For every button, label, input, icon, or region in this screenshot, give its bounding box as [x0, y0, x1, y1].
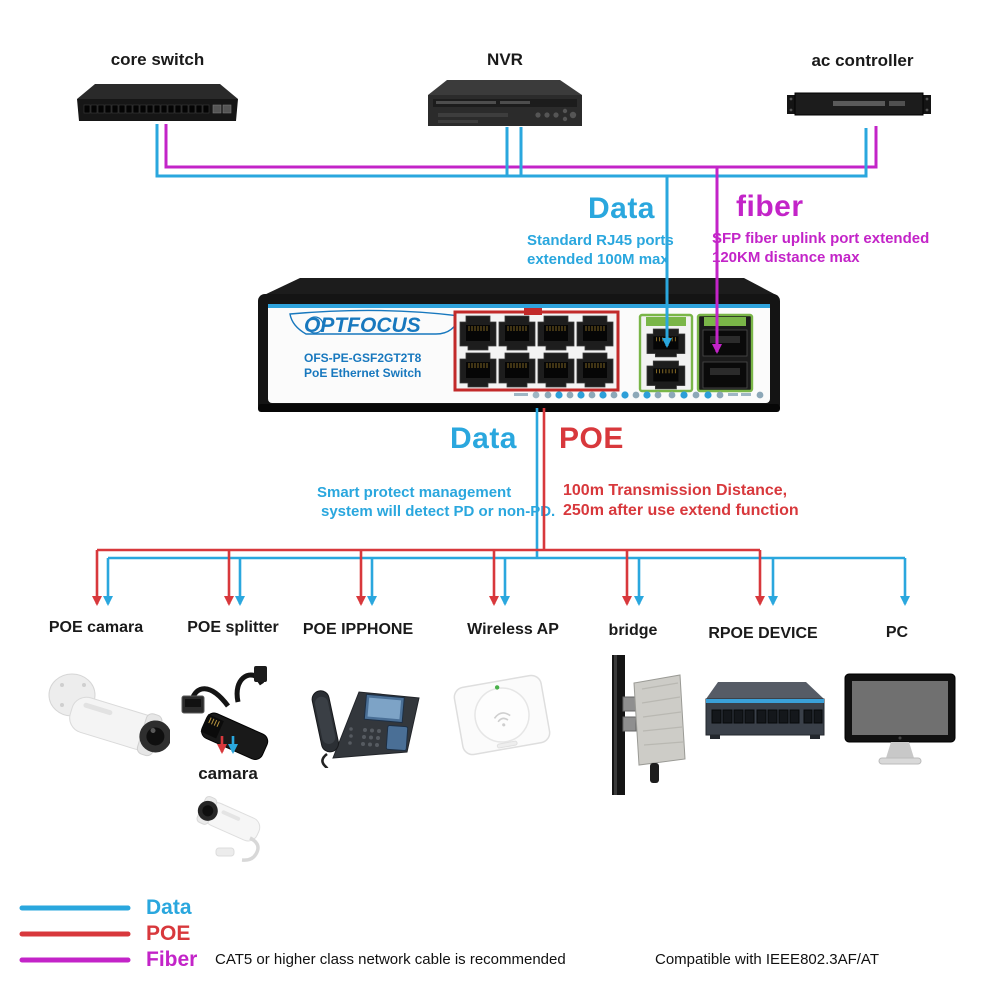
uplink-wiring	[155, 124, 878, 354]
camera-child-label: camara	[198, 764, 258, 783]
uplink-data-desc: Standard RJ45 ports extended 100M max	[527, 232, 674, 268]
downlink-poe-desc: 100m Transmission Distance, 250m after u…	[563, 482, 799, 519]
legend-lines	[19, 905, 131, 963]
switch-type-text: PoE Ethernet Switch	[304, 366, 421, 380]
poe-ipphone-label: POE IPPHONE	[302, 621, 414, 638]
nvr-label: NVR	[487, 50, 523, 69]
downlink-data-desc: Smart protect management system will det…	[317, 484, 556, 520]
poe-port-block	[453, 308, 620, 392]
legend-poe-label: POE	[146, 922, 191, 945]
downlink-wiring	[92, 408, 910, 754]
switch-brand-text: OPTFOCUS	[304, 314, 421, 337]
pc-image	[844, 673, 956, 765]
wireless-ap-label: Wireless AP	[467, 621, 559, 638]
poe-camera-image	[48, 673, 170, 757]
downlink-data-title: Data	[449, 422, 517, 455]
uplink-fiber-desc: SFP fiber uplink port extended 120KM dis…	[712, 230, 930, 266]
camera-child-image	[196, 795, 261, 862]
ac-controller-label: ac controller	[811, 51, 914, 70]
rpoe-device-label: RPOE DEVICE	[708, 625, 818, 642]
uplink-data-title: Data	[587, 192, 655, 225]
poe-switch-image: OPTFOCUS OFS-PE-GSF2GT2T8 PoE Ethernet S…	[258, 278, 780, 412]
pc-label: PC	[885, 624, 909, 641]
poe-splitter-label: POE splitter	[187, 619, 279, 636]
bridge-image	[612, 655, 686, 795]
poe-splitter-image	[181, 666, 269, 760]
uplink-fiber-title: fiber	[736, 190, 804, 223]
rpoe-device-image	[705, 682, 825, 739]
legend-data-label: Data	[146, 896, 192, 919]
ac-controller-image	[787, 92, 931, 116]
nvr-image	[428, 80, 582, 126]
wireless-ap-image	[453, 674, 551, 756]
downlink-poe-title: POE	[559, 422, 624, 455]
poe-ipphone-image	[311, 690, 420, 768]
bridge-label: bridge	[608, 622, 658, 639]
led-row	[514, 391, 764, 399]
sfp-port-block	[696, 313, 754, 393]
core-switch-image	[77, 84, 238, 121]
switch-model-text: OFS-PE-GSF2GT2T8	[304, 351, 422, 365]
legend-fiber-label: Fiber	[146, 948, 198, 971]
poe-camera-label: POE camara	[48, 619, 144, 636]
cable-note: CAT5 or higher class network cable is re…	[215, 951, 566, 968]
compatibility-note: Compatible with IEEE802.3AF/AT	[655, 951, 879, 968]
core-switch-label: core switch	[110, 50, 205, 69]
